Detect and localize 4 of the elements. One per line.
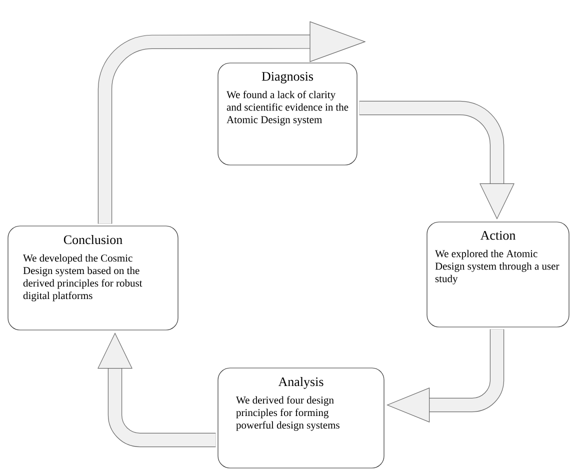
process-box: Conclusion We developed the Cosmic Design system based on the derived principles for robust digital platforms xyxy=(8,226,178,330)
process-box: Action We explored the Atomic Design system through a user study xyxy=(426,222,570,328)
process-box: Analysis We derived four design principles for forming powerful design systems xyxy=(218,368,384,468)
process-box: Diagnosis We found a lack of clarity and scientific evidence in the Atomic Design system xyxy=(218,62,358,166)
